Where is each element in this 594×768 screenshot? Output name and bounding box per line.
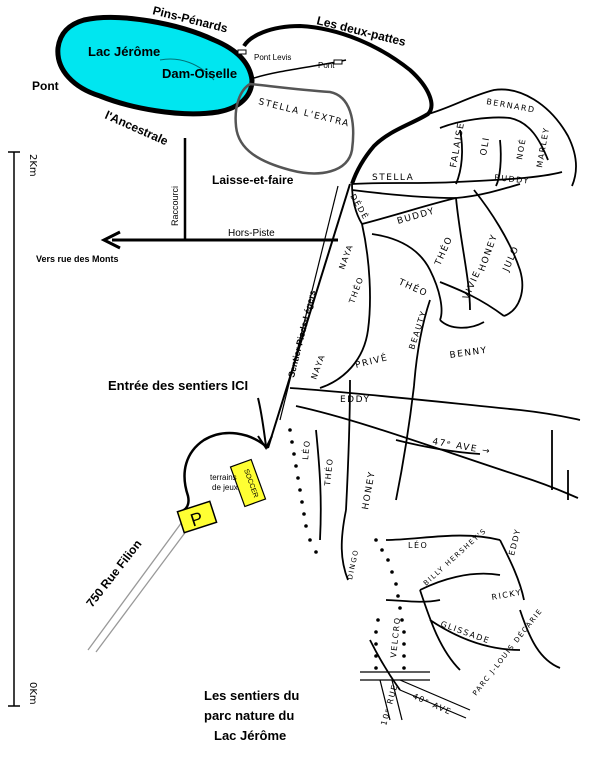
entree-label: Entrée des sentiers ICI [108, 378, 248, 393]
lac-jerome-label: Lac Jérôme [88, 44, 160, 59]
terrains-label: terrains [210, 473, 237, 482]
trail-theo-1: THÉO [431, 234, 455, 268]
trail-theo-2: THÉO [345, 274, 365, 305]
rue-filion-road-2 [95, 525, 191, 653]
pont-icon [333, 59, 343, 65]
trail-julo: JULO [501, 244, 522, 274]
pont-levis-label: Pont Levis [254, 53, 291, 62]
parking-label: P [188, 508, 206, 531]
trail-noe: NOÉ [513, 137, 528, 160]
pieds-legers-trail [267, 183, 351, 449]
trail-glissade: GLISSADE [439, 619, 491, 645]
trail-marley: MARLEY [535, 126, 551, 168]
trail-eddy-1: EDDY [340, 395, 371, 405]
pont-small-label: Pont [318, 61, 335, 70]
ancestrale-label: l'Ancestrale [103, 108, 171, 148]
parking-sign [176, 500, 218, 534]
trail-40-ave: 40ᵉ AVE [411, 692, 453, 717]
trail-stella-lextra: STELLA L'EXTRA [257, 97, 351, 129]
de-jeux-label: de jeux [212, 483, 238, 492]
map-title-line-2: parc nature du [204, 708, 294, 723]
map-title-line-1: Les sentiers du [204, 688, 299, 703]
soccer-sign [229, 458, 267, 508]
trail-theo-4: THÉO [321, 457, 335, 487]
trail-buddy-top: BUDDY [494, 173, 530, 186]
trail-dede: DÉDÉ [348, 192, 372, 222]
stella-lextra-loop [234, 82, 355, 175]
rue-filion-road [87, 521, 183, 651]
trail-leo-1: LÉO [299, 439, 312, 460]
trail-falaise: FALAISE [449, 121, 467, 168]
trail-decarie: PARC J-LOUIS DÉCARIE [470, 606, 544, 697]
trail-vivie: VIVIE [462, 269, 484, 301]
trail-naya-2: NAYA [309, 353, 327, 381]
hors-piste-arrow-icon [100, 230, 121, 250]
trail-dingo: DINGO [346, 548, 360, 580]
trail-leo-2: LÉO [408, 539, 428, 550]
trail-beauty: BEAUTY [407, 309, 428, 350]
pont-label: Pont [32, 79, 59, 93]
trail-prive: PRIVÉ [354, 351, 390, 371]
dam-oiselle-boundary [159, 58, 215, 81]
trail-benny: BENNY [449, 346, 488, 361]
bottom-roads [360, 671, 471, 721]
raccourci-label: Raccourci [170, 186, 180, 226]
access-road [179, 431, 269, 514]
scale-bottom-label: 0Km [27, 682, 38, 705]
trail-theo-3: THÉO [396, 275, 430, 299]
trail-bernard: BERNARD [486, 97, 537, 115]
pieds-legers-trail-2 [279, 185, 339, 421]
pieds-legers-label: Sentier Pieds-Légers [286, 289, 317, 378]
scale-top-label: 2Km [27, 154, 38, 177]
dam-oiselle-label: Dam-Oiselle [162, 66, 237, 81]
trail-oli: OLI [479, 136, 492, 157]
pont-levis-icon [237, 49, 247, 55]
entrance-arrow [257, 397, 267, 447]
laisse-et-faire-label: Laisse-et-faire [212, 173, 294, 187]
trail-honey-2: HONEY [361, 470, 378, 510]
lac-jerome-lake [55, 15, 255, 117]
map-title-line-3: Lac Jérôme [214, 728, 286, 743]
trail-47-ave: 47ᵉ AVE → [431, 437, 491, 457]
trail-velcro: VELCRO [389, 616, 402, 658]
vers-rue-label: Vers rue des Monts [36, 254, 119, 264]
dotted-boundary [288, 428, 406, 670]
trail-eddy-2: EDDY [507, 527, 522, 556]
trail-honey-1: HONEY [477, 233, 500, 273]
entrance-arrow-icon [257, 435, 273, 450]
hors-piste-label: Hors-Piste [228, 228, 275, 239]
trail-stella: STELLA [372, 173, 414, 183]
eastern-network [289, 88, 581, 691]
trail-naya-1: NAYA [337, 243, 355, 271]
trail-ricky: RICKY [491, 588, 523, 602]
deux-pattes-loop [242, 23, 434, 185]
